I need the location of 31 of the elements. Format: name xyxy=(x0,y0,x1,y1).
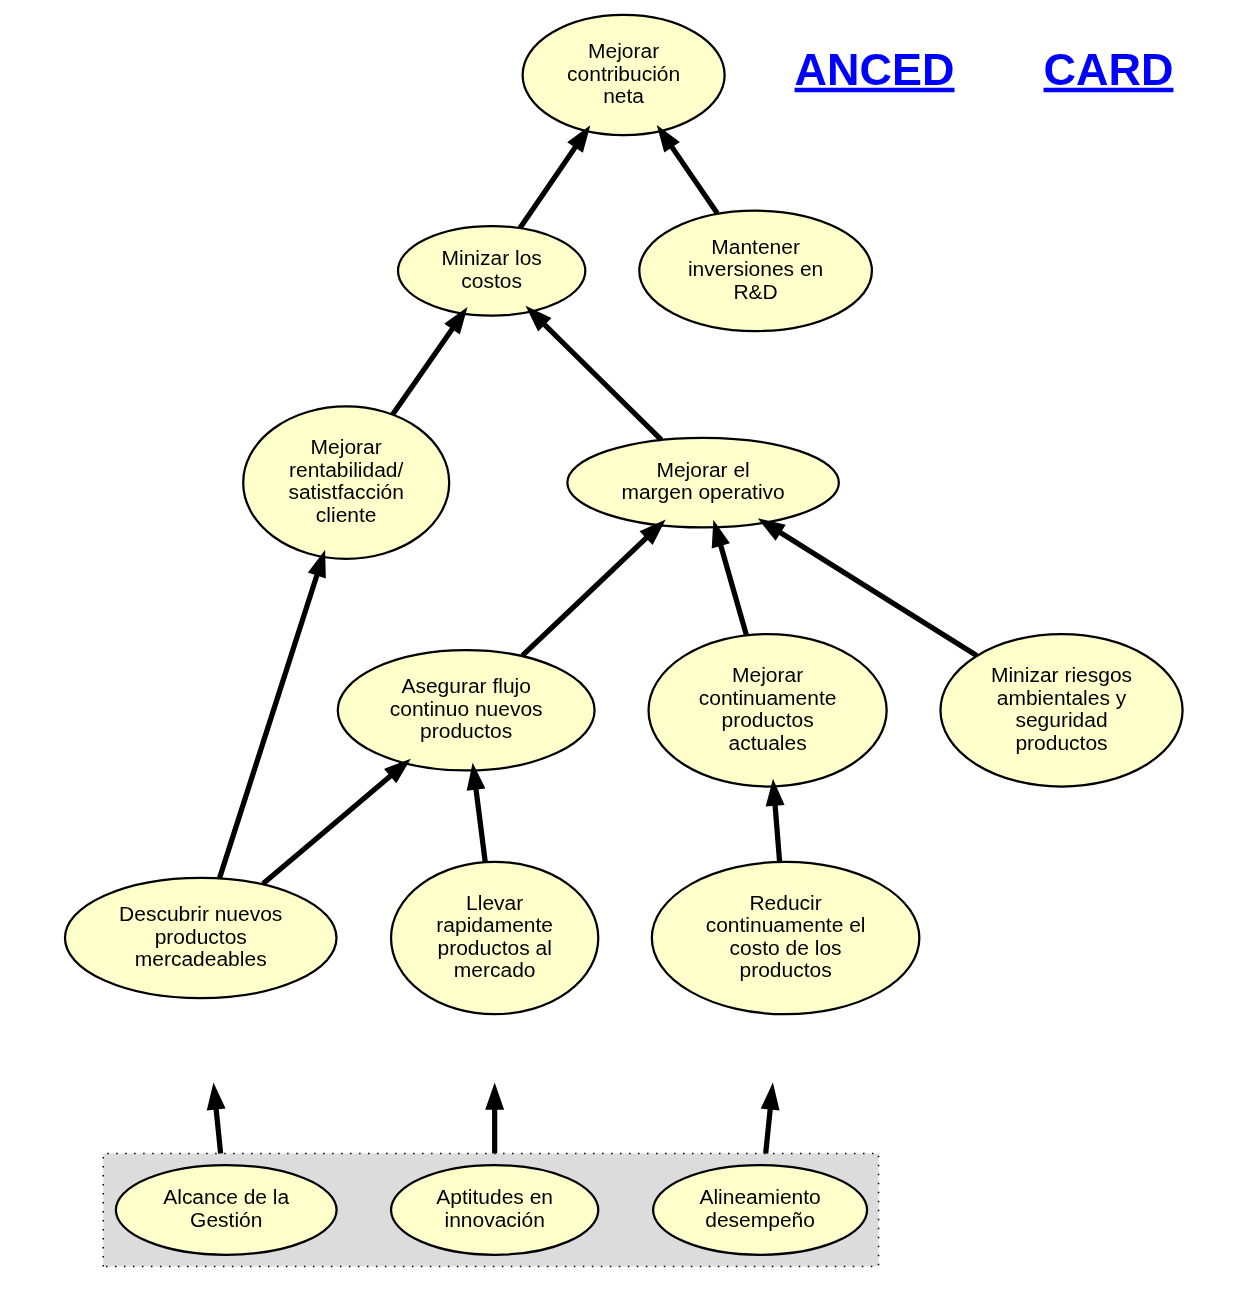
arrow xyxy=(485,1082,505,1154)
arrow xyxy=(206,1082,226,1154)
arrow xyxy=(217,549,326,879)
node-ellipse: Asegurar flujo continuo nuevos productos xyxy=(336,649,596,772)
label: CARD xyxy=(1043,43,1174,95)
arrow xyxy=(466,762,488,862)
arrow xyxy=(656,124,720,216)
node-ellipse: Llevar rapidamente productos al mercado xyxy=(389,860,600,1016)
arrow xyxy=(517,125,591,230)
node-ellipse: Mejorar rentabilidad/ satistfacción cliente xyxy=(242,405,451,560)
arrow xyxy=(520,519,666,658)
label: ANCED xyxy=(794,43,955,95)
cluster xyxy=(102,1152,880,1268)
node-ellipse: Mejorar el margen operativo xyxy=(566,436,840,529)
arrow xyxy=(390,306,468,416)
arrow xyxy=(760,1082,780,1154)
node-ellipse: Reducir continuamente el costo de los productos xyxy=(650,860,921,1016)
node-ellipse: Minizar los costos xyxy=(396,224,587,317)
node-ellipse: Descubrir nuevos productos mercadeables xyxy=(63,876,338,1000)
arrow xyxy=(261,758,411,886)
arrow xyxy=(765,778,785,862)
arrow xyxy=(757,518,978,658)
arrow xyxy=(711,519,749,636)
arrow xyxy=(525,305,664,442)
node-ellipse: Mantener inversiones en R&D xyxy=(638,209,874,333)
node-ellipse: Alineamiento desempeño xyxy=(652,1163,869,1256)
node-ellipse: Aptitudes en innovación xyxy=(389,1163,600,1256)
node-ellipse: Mejorar continuamente productos actuales xyxy=(647,633,888,788)
node-ellipse: Mejorar contribución neta xyxy=(521,13,726,137)
node-ellipse: Minizar riesgos ambientales y seguridad productos xyxy=(939,633,1184,788)
node-ellipse: Alcance de la Gestión xyxy=(114,1163,338,1256)
